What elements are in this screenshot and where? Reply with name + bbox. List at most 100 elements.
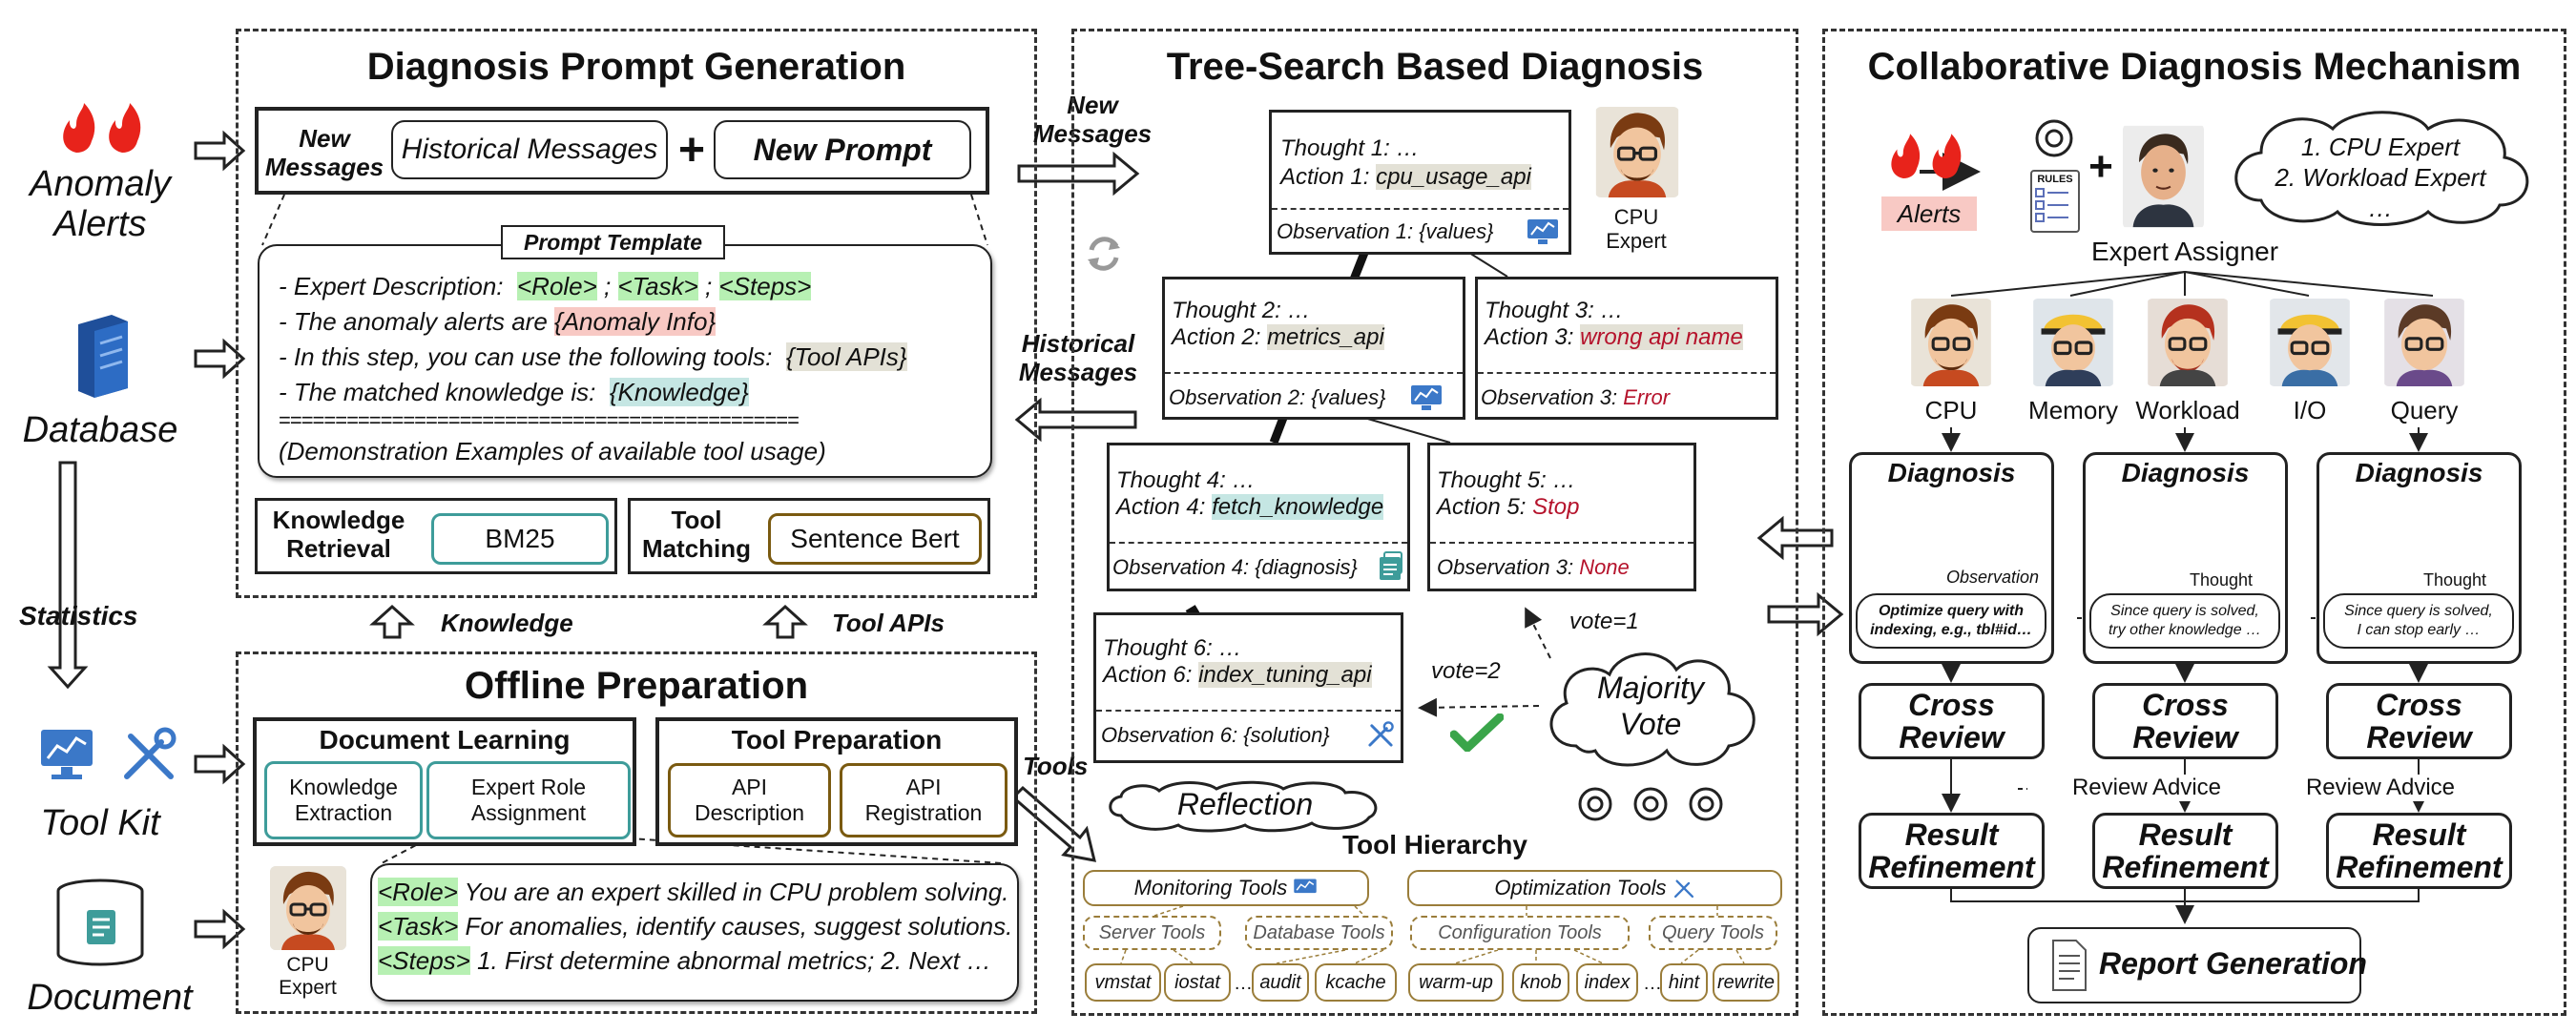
wrench-screwdriver-icon xyxy=(119,725,178,789)
divider xyxy=(1478,372,1776,374)
expert-assigner-label: Expert Assigner xyxy=(2090,237,2279,266)
template-line-demo: (Demonstration Examples of available too… xyxy=(279,437,826,465)
tool-hierarchy-title: Tool Hierarchy xyxy=(1342,830,1527,859)
divider xyxy=(1165,372,1463,374)
bubble-workload: Since query is solved, try other knowled… xyxy=(2089,593,2280,649)
node2-action-prefix: Action 2: xyxy=(1172,324,1268,350)
historical-messages-box: Historical Messages xyxy=(391,120,668,179)
database-label: Database xyxy=(22,410,178,450)
template-line-alerts: - The anomaly alerts are {Anomaly Info} xyxy=(279,307,717,337)
thought-label: Thought xyxy=(2423,570,2487,589)
majority-vote-label: Majority Vote xyxy=(1596,671,1704,741)
vote-1-label: vote=1 xyxy=(1569,609,1639,634)
monitor-icon xyxy=(1527,217,1559,251)
openai-logos xyxy=(1574,780,1736,833)
node6-thought: Thought 6: … xyxy=(1103,635,1242,661)
rules-label: RULES xyxy=(2037,174,2073,185)
query-tools-node: Query Tools xyxy=(1649,916,1777,950)
template-line-alerts-prefix: - The anomaly alerts are xyxy=(279,307,555,336)
node6-action: Action 6: index_tuning_api xyxy=(1103,662,1372,689)
cross-review-query: Cross Review xyxy=(2326,683,2512,759)
knowledge-retrieval-label: Knowledge Retrieval xyxy=(272,506,405,563)
diagnosis-title: Diagnosis xyxy=(2355,458,2483,487)
node3-thought: Thought 3: … xyxy=(1485,298,1624,323)
tool-leaf-vmstat: vmstat xyxy=(1085,963,1161,1002)
node5-action-value: Stop xyxy=(1532,494,1580,520)
database-tools-node: Database Tools xyxy=(1245,916,1393,950)
cross-review-cpu: Cross Review xyxy=(1859,683,2045,759)
template-line-knowledge-prefix: - The matched knowledge is: xyxy=(279,378,596,406)
plus-sign: + xyxy=(677,125,706,176)
diagnosis-title: Diagnosis xyxy=(1887,458,2016,487)
node4-action: Action 4: fetch_knowledge xyxy=(1116,494,1384,521)
knowledge-arrow-label: Knowledge xyxy=(441,609,573,637)
document-learning-title: Document Learning xyxy=(319,725,571,755)
new-messages-label: New Messages xyxy=(264,124,384,181)
bm25-box: BM25 xyxy=(431,513,609,565)
monitor-icon xyxy=(38,725,95,787)
result-refinement-workload: Result Refinement xyxy=(2092,813,2278,889)
node3-observation-prefix: Observation 3: xyxy=(1481,385,1624,409)
ellipsis: … xyxy=(1234,973,1253,994)
tool-matching-label: Tool Matching xyxy=(641,506,752,563)
configuration-tools-node: Configuration Tools xyxy=(1410,916,1630,950)
tool-leaf-knob: knob xyxy=(1512,963,1569,1002)
knowledge-tag: {Knowledge} xyxy=(609,378,749,406)
cross-review-workload: Cross Review xyxy=(2092,683,2278,759)
vote-2-label: vote=2 xyxy=(1431,658,1501,684)
expert-label-query: Query xyxy=(2390,396,2459,424)
cpu-expert-avatar xyxy=(1910,299,1992,386)
review-advice-label: Review Advice xyxy=(2027,775,2266,801)
node3-action: Action 3: wrong api name xyxy=(1485,324,1743,351)
anomaly-alerts-label: Anomaly Alerts xyxy=(30,164,171,244)
report-document-icon xyxy=(2049,939,2089,997)
tool-preparation-box xyxy=(655,717,1018,846)
workload-expert-avatar xyxy=(2147,299,2229,386)
checkmark-icon xyxy=(1449,713,1505,756)
steps-tag: <Steps> xyxy=(718,272,812,300)
node4-action-value: fetch_knowledge xyxy=(1212,494,1384,520)
api-description-box: API Description xyxy=(668,763,831,838)
tool-leaf-iostat: iostat xyxy=(1164,963,1231,1002)
node5-thought: Thought 5: … xyxy=(1437,467,1576,493)
node1-action: Action 1: cpu_usage_api xyxy=(1280,164,1531,191)
task-line: <Task> For anomalies, identify causes, s… xyxy=(378,912,1012,941)
divider xyxy=(1096,710,1401,712)
fire-icon xyxy=(1884,134,1970,186)
openai-logo-icon xyxy=(2030,114,2078,167)
cpu-expert-caption: CPU Expert xyxy=(1606,205,1667,253)
tool-apis-tag: {Tool APIs} xyxy=(785,342,907,371)
tools-arrow-label: Tools xyxy=(1023,752,1089,780)
tool-kit-label: Tool Kit xyxy=(40,803,160,843)
node3-observation-value: Error xyxy=(1623,385,1671,409)
cpu-expert-caption: CPU Expert xyxy=(279,954,337,999)
node1-observation: Observation 1: {values} xyxy=(1277,219,1494,243)
cpu-expert-avatar xyxy=(270,866,346,950)
document-cylinder-icon xyxy=(52,878,148,973)
document-label: Document xyxy=(27,978,193,1018)
prompt-template-label: Prompt Template xyxy=(501,225,725,259)
ellipsis: … xyxy=(1643,973,1662,994)
node2-observation: Observation 2: {values} xyxy=(1169,385,1386,409)
prompt-generation-title: Diagnosis Prompt Generation xyxy=(366,46,906,88)
task-text: For anomalies, identify causes, suggest … xyxy=(458,912,1013,941)
document-learning-box xyxy=(253,717,636,846)
node3-action-prefix: Action 3: xyxy=(1485,324,1581,350)
bubble-cpu: Optimize query with indexing, e.g., tbl#… xyxy=(1856,593,2046,649)
node5-observation: Observation 3: None xyxy=(1437,555,1630,580)
majority-vote-cloud xyxy=(1538,641,1767,779)
offline-preparation-panel xyxy=(236,651,1037,1014)
tool-leaf-warm-up: warm-up xyxy=(1408,963,1504,1002)
node2-action: Action 2: metrics_api xyxy=(1172,324,1384,351)
tool-leaf-index: index xyxy=(1576,963,1638,1002)
diagnosis-title: Diagnosis xyxy=(2121,458,2250,487)
tool-leaf-kcache: kcache xyxy=(1315,963,1397,1002)
node5-action: Action 5: Stop xyxy=(1437,494,1579,521)
rules-document-icon: RULES xyxy=(2030,170,2080,233)
tool-matching-box xyxy=(628,498,990,574)
tree-node-5 xyxy=(1427,443,1696,591)
expert-label-workload: Workload xyxy=(2135,396,2240,424)
tool-leaf-rewrite: rewrite xyxy=(1713,963,1779,1002)
node4-action-prefix: Action 4: xyxy=(1116,494,1213,520)
divider xyxy=(1110,542,1407,544)
